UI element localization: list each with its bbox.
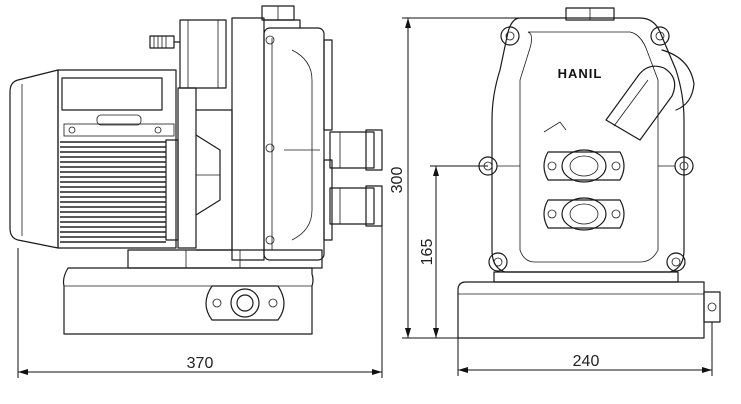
base-front <box>457 271 721 339</box>
dimension-outlet-height: 165 <box>419 165 488 338</box>
dim-label-240: 240 <box>573 353 600 370</box>
dim-label-165: 165 <box>419 239 436 266</box>
brand-plate: HANIL <box>558 66 603 81</box>
diagonal-pipe <box>543 49 695 141</box>
side-view: 370 <box>9 5 383 378</box>
adapter-flange <box>177 19 233 251</box>
base-side <box>62 249 323 335</box>
casing-bolts <box>478 26 694 272</box>
motor-cooling-fins <box>60 141 166 243</box>
dim-label-300: 300 <box>389 167 406 194</box>
pump-casing-side <box>231 5 333 261</box>
front-view: HANIL <box>389 7 721 376</box>
dim-label-370: 370 <box>187 355 214 372</box>
motor-end-cap <box>9 69 59 249</box>
pump-casing-front <box>491 7 685 273</box>
discharge-ports-side <box>329 129 383 227</box>
dimension-overall-length: 370 <box>17 226 383 378</box>
dimension-overall-height: 300 <box>389 17 566 339</box>
brand-label: HANIL <box>558 66 603 81</box>
upper-port-front <box>543 149 625 183</box>
motor-body <box>57 69 179 249</box>
lower-port-front <box>543 197 625 231</box>
priming-nozzle <box>149 35 181 49</box>
dimension-base-width: 240 <box>457 322 713 376</box>
